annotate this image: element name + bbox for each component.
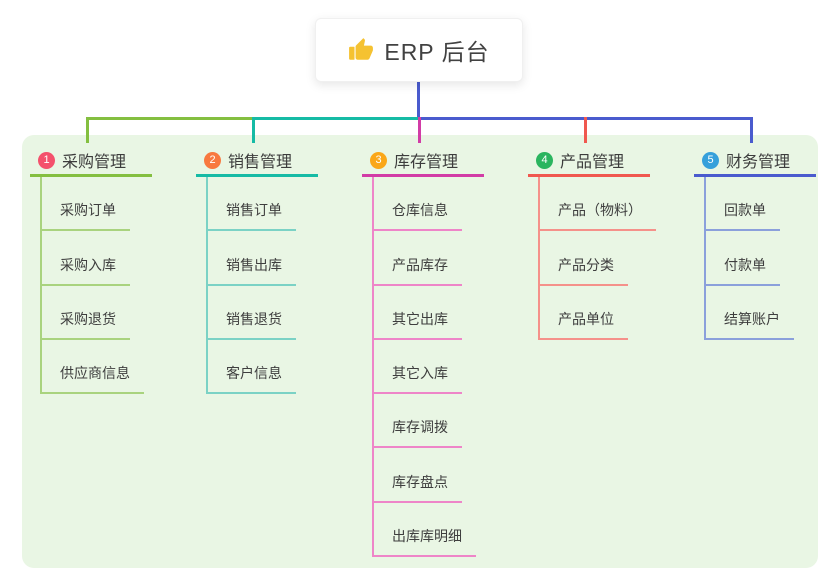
bus-segment-middle xyxy=(252,117,418,120)
child-node[interactable]: 产品库存 xyxy=(374,231,462,286)
child-node-label: 其它入库 xyxy=(392,365,448,382)
child-node[interactable]: 付款单 xyxy=(706,231,780,286)
branches-panel xyxy=(22,135,818,568)
child-node-label: 产品分类 xyxy=(558,256,614,273)
child-node[interactable]: 库存调拨 xyxy=(374,394,462,449)
child-node[interactable]: 客户信息 xyxy=(208,340,296,395)
child-node[interactable]: 销售退货 xyxy=(208,286,296,340)
child-node[interactable]: 采购入库 xyxy=(42,231,130,286)
child-node[interactable]: 产品（物料） xyxy=(540,177,656,232)
child-node[interactable]: 采购订单 xyxy=(42,177,130,232)
child-node-label: 采购退货 xyxy=(60,310,116,327)
root-stem-line xyxy=(417,82,420,120)
branch-title-inventory: 库存管理 xyxy=(394,154,459,171)
branch-badge-purchase: 1 xyxy=(38,151,55,169)
child-node-label: 回款单 xyxy=(724,202,766,219)
children-group-product: 产品（物料） 产品分类产品单位 xyxy=(538,177,656,340)
child-node-label: 出库库明细 xyxy=(392,528,462,545)
drop-line-product xyxy=(584,117,587,143)
child-node-label: 采购订单 xyxy=(60,202,116,219)
branch-title-finance: 财务管理 xyxy=(726,154,791,171)
drop-line-inventory xyxy=(418,117,421,143)
drop-line-sales xyxy=(252,117,255,143)
child-node[interactable]: 结算账户 xyxy=(706,286,794,340)
drop-line-purchase xyxy=(86,117,89,143)
branch-title-purchase: 采购管理 xyxy=(62,154,127,171)
child-node-label: 库存盘点 xyxy=(392,473,448,490)
child-node[interactable]: 产品分类 xyxy=(540,231,628,286)
thumbs-up-icon xyxy=(349,38,374,60)
branch-header-finance[interactable]: 5 财务管理 xyxy=(694,146,816,177)
root-node[interactable]: ERP 后台 xyxy=(315,18,523,82)
child-node-label: 其它出库 xyxy=(392,310,448,327)
child-node-label: 仓库信息 xyxy=(392,202,448,219)
branch-title-sales: 销售管理 xyxy=(228,154,293,171)
child-node-label: 客户信息 xyxy=(226,365,282,382)
child-node[interactable]: 其它入库 xyxy=(374,340,462,395)
child-node[interactable]: 销售订单 xyxy=(208,177,296,232)
branch-header-inventory[interactable]: 3 库存管理 xyxy=(362,146,484,177)
children-group-inventory: 仓库信息产品库存其它出库其它入库库存调拨库存盘点出库库明细 xyxy=(372,177,476,558)
children-group-purchase: 采购订单采购入库采购退货供应商信息 xyxy=(40,177,144,395)
children-group-finance: 回款单付款单结算账户 xyxy=(704,177,794,340)
child-node-label: 销售出库 xyxy=(226,256,282,273)
child-node[interactable]: 销售出库 xyxy=(208,231,296,286)
branch-header-sales[interactable]: 2 销售管理 xyxy=(196,146,318,177)
branch-header-purchase[interactable]: 1 采购管理 xyxy=(30,146,152,177)
child-node[interactable]: 出库库明细 xyxy=(374,503,476,558)
child-node[interactable]: 供应商信息 xyxy=(42,340,144,395)
branch-badge-sales: 2 xyxy=(204,151,221,169)
branch-header-product[interactable]: 4 产品管理 xyxy=(528,146,650,177)
child-node-label: 产品库存 xyxy=(392,256,448,273)
child-node[interactable]: 产品单位 xyxy=(540,286,628,340)
child-node-label: 产品（物料） xyxy=(558,202,642,219)
child-node-label: 采购入库 xyxy=(60,256,116,273)
drop-line-finance xyxy=(750,117,753,143)
branch-badge-inventory: 3 xyxy=(370,151,387,169)
root-label: ERP 后台 xyxy=(384,39,490,65)
child-node-label: 付款单 xyxy=(724,256,766,273)
child-node-label: 供应商信息 xyxy=(60,365,130,382)
branch-badge-product: 4 xyxy=(536,151,553,169)
child-node[interactable]: 采购退货 xyxy=(42,286,130,340)
child-node[interactable]: 回款单 xyxy=(706,177,780,232)
branch-title-product: 产品管理 xyxy=(560,154,625,171)
child-node[interactable]: 库存盘点 xyxy=(374,448,462,503)
children-group-sales: 销售订单销售出库销售退货客户信息 xyxy=(206,177,296,395)
child-node-label: 产品单位 xyxy=(558,310,614,327)
child-node[interactable]: 其它出库 xyxy=(374,286,462,340)
branch-badge-finance: 5 xyxy=(702,151,719,169)
bus-segment-left xyxy=(86,117,252,120)
child-node-label: 结算账户 xyxy=(724,310,780,327)
child-node[interactable]: 仓库信息 xyxy=(374,177,462,232)
child-node-label: 库存调拨 xyxy=(392,419,448,436)
child-node-label: 销售订单 xyxy=(226,202,282,219)
child-node-label: 销售退货 xyxy=(226,310,282,327)
